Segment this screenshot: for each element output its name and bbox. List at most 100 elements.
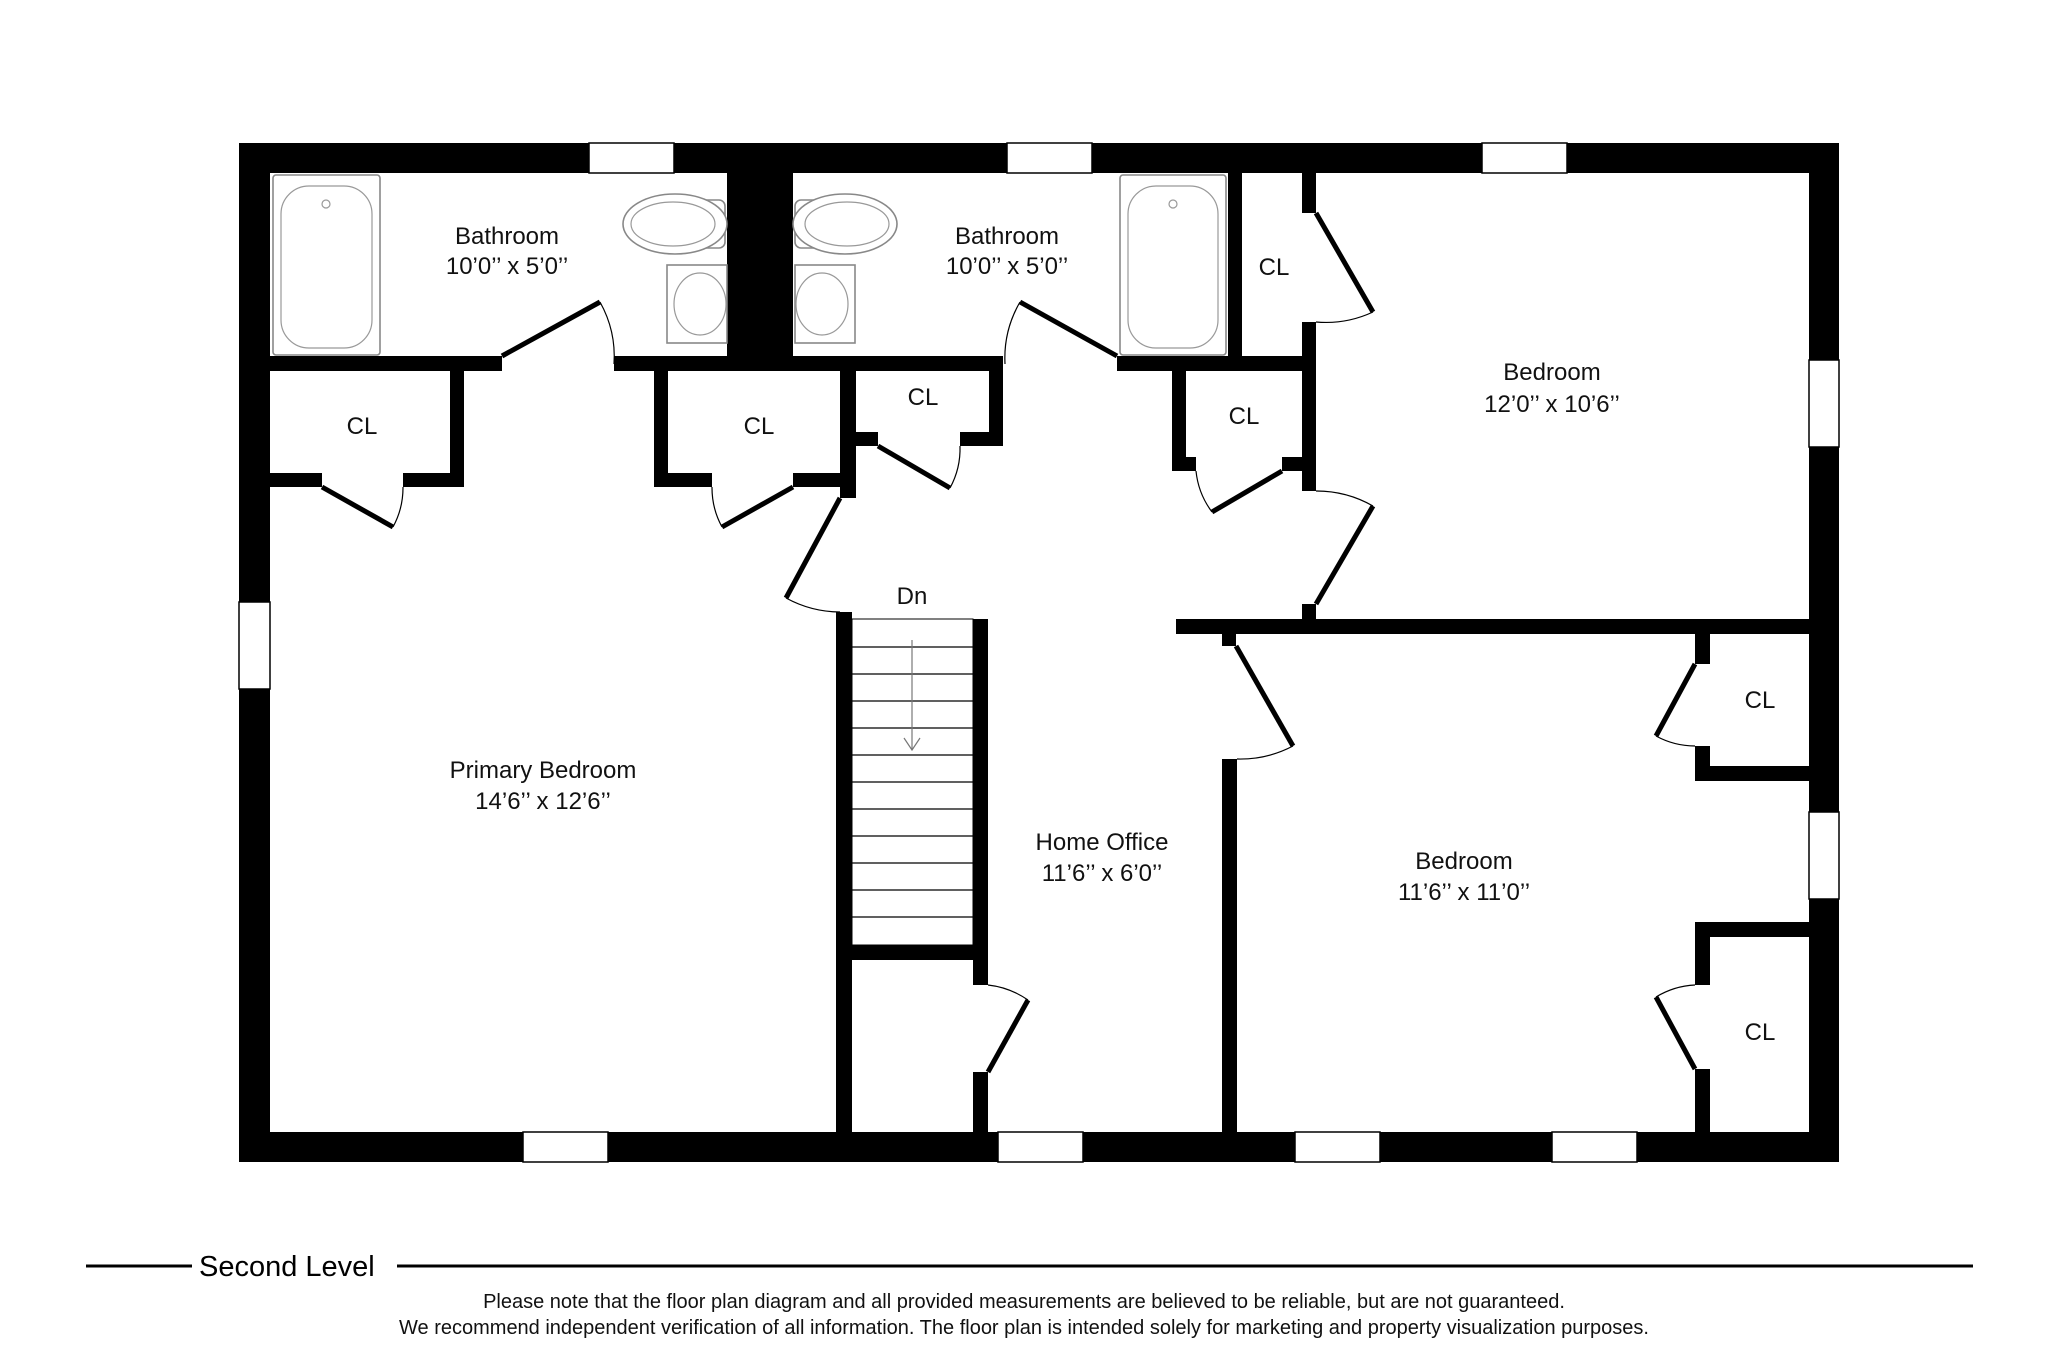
door-swing-arc — [1004, 301, 1021, 365]
door-bedroom-upper — [1313, 504, 1376, 606]
room-name-bathroom-right: Bathroom — [955, 223, 1059, 250]
wall-bath-left-bottom-a — [270, 356, 502, 371]
exterior-walls — [239, 143, 1839, 1162]
door-cl-1 — [320, 484, 395, 530]
wall-cl4-left — [1172, 371, 1186, 471]
wall-cl1-right — [450, 371, 464, 487]
wall-bath-chase — [727, 143, 793, 356]
wall-bath-right-bottom-a — [793, 356, 1003, 371]
room-dims-bedroom-upper: 12’0’’ x 10’6’’ — [1484, 391, 1620, 418]
wall-cl3-right — [989, 371, 1003, 446]
bathtub-drain — [1168, 199, 1178, 209]
room-name-primary-bedroom: Primary Bedroom — [450, 757, 637, 784]
bathtub-drain — [321, 199, 331, 209]
door-cl-3 — [876, 443, 952, 491]
stairs — [851, 618, 974, 946]
window-top-1 — [588, 142, 675, 174]
bathtub-basin — [280, 185, 373, 349]
bathtub-basin — [1127, 185, 1219, 349]
wall-cl1-bottom-a — [270, 473, 322, 487]
door-swing-arc — [1236, 745, 1294, 760]
wall-cl-upper-lower-side — [1302, 322, 1316, 371]
door-swing-arc — [1655, 735, 1696, 747]
stair-arrow-head — [903, 737, 921, 752]
disclaimer-line-1: Please note that the floor plan diagram … — [483, 1291, 1565, 1313]
sink-basin — [795, 272, 849, 336]
stairs-down-label: Dn — [897, 583, 928, 610]
door-swing-arc — [1315, 490, 1374, 507]
door-cl-lr2 — [1653, 995, 1698, 1071]
door-bedroom-lower — [1233, 644, 1296, 748]
window-bottom-1 — [522, 1131, 609, 1163]
door-cl-4 — [1210, 468, 1284, 515]
wall-cl4-bottom-a — [1172, 457, 1196, 471]
wall-cl-lr1-left-top — [1695, 634, 1710, 664]
door-cl-2 — [720, 484, 795, 530]
wall-bed-lower-door-stub — [1222, 634, 1236, 646]
wall-cl-lr1-bottom — [1695, 766, 1809, 781]
room-name-bedroom-lower: Bedroom — [1415, 848, 1512, 875]
wall-cl1-bottom-b — [403, 473, 464, 487]
interior-walls — [270, 143, 1809, 1132]
closet-label: CL — [1745, 1019, 1776, 1046]
wall-cl2-right — [840, 371, 856, 498]
door-bath-left — [500, 299, 602, 359]
room-dims-bathroom-left: 10’0’’ x 5’0’’ — [446, 253, 568, 280]
closet-label: CL — [744, 413, 775, 440]
wall-bed-lower-left — [1222, 759, 1237, 1132]
wall-cl3-bottom — [960, 432, 1003, 446]
wall-cl2-bottom-a — [654, 473, 712, 487]
closet-label: CL — [347, 413, 378, 440]
door-swing-arc — [987, 984, 1029, 1001]
wall-stair-left — [836, 612, 852, 1132]
wall-cl-lr2-top — [1695, 922, 1809, 937]
wall-cl4-right — [1302, 371, 1316, 491]
wall-stair-right — [973, 619, 988, 985]
wall-cl-lr2-left-top — [1695, 922, 1710, 985]
bathroom-fixtures — [272, 174, 1227, 356]
toilet-seat — [630, 201, 716, 247]
wall-cl-upper-bottom — [1228, 356, 1316, 371]
wall-cl-lr2-left-bottom — [1695, 1069, 1710, 1132]
window-left — [238, 601, 271, 690]
window-right-1 — [1808, 359, 1840, 448]
door-swing-arc — [785, 597, 841, 613]
wall-bath-right-side — [1228, 173, 1242, 371]
wall-cl-upper-side — [1302, 173, 1316, 213]
door-swing-arc — [1195, 470, 1213, 513]
wall-stair-closet-right-lower — [973, 1072, 988, 1132]
door-bath-right — [1018, 299, 1119, 359]
toilet-seat — [804, 201, 890, 247]
room-dims-bathroom-right: 10’0’’ x 5’0’’ — [946, 253, 1068, 280]
door-swing-arc — [392, 486, 404, 528]
window-top-2 — [1006, 142, 1093, 174]
wall-cl2-left — [654, 371, 668, 487]
door-cl-upper — [1313, 211, 1376, 314]
window-bottom-2 — [997, 1131, 1084, 1163]
door-swing-arc — [711, 486, 723, 528]
room-labels: Bathroom 10’0’’ x 5’0’’ Bathroom 10’0’’ … — [446, 223, 1620, 906]
room-name-bathroom-left: Bathroom — [455, 223, 559, 250]
room-name-home-office: Home Office — [1036, 829, 1169, 856]
door-swing-arc — [1315, 311, 1374, 324]
door-primary-bedroom — [783, 496, 843, 600]
wall-between-bedrooms — [1176, 619, 1809, 634]
room-dims-bedroom-lower: 11’6’’ x 11’0’’ — [1398, 879, 1530, 906]
wall-stair-bottom — [852, 945, 988, 960]
windows — [238, 142, 1840, 1163]
room-name-bedroom-upper: Bedroom — [1503, 359, 1600, 386]
door-cl-lr1 — [1653, 662, 1698, 738]
closet-labels: CL CL CL CL CL CL CL — [347, 254, 1776, 1046]
room-dims-home-office: 11’6’’ x 6’0’’ — [1042, 860, 1163, 887]
closet-label: CL — [1229, 403, 1260, 430]
level-title: Second Level — [199, 1251, 375, 1283]
footer: Second Level Please note that the floor … — [86, 1251, 1973, 1339]
wall-right — [1809, 143, 1839, 1162]
closet-label: CL — [1745, 687, 1776, 714]
door-stair-closet — [985, 998, 1031, 1074]
doors — [320, 211, 1698, 1074]
window-top-3 — [1481, 142, 1568, 174]
door-swing-arc — [949, 445, 961, 489]
sink-basin — [673, 272, 727, 336]
closet-label: CL — [908, 384, 939, 411]
